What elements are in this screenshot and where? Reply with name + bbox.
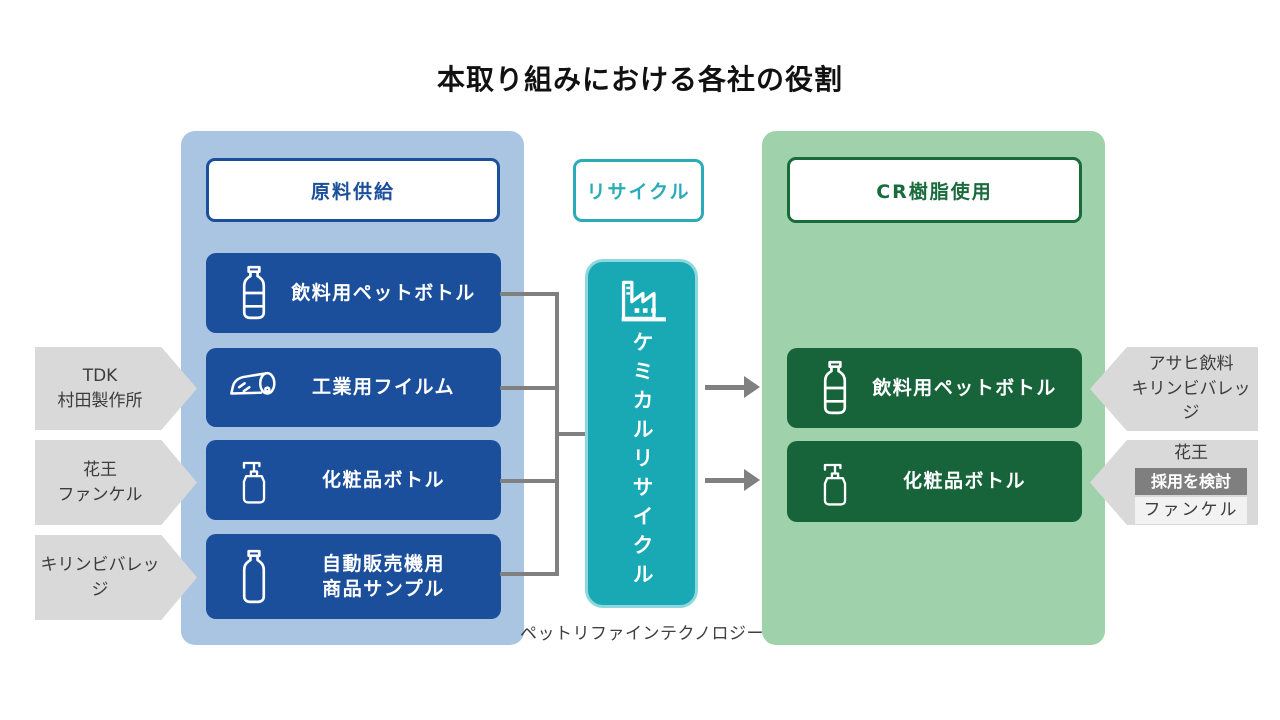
connector-line	[500, 292, 557, 296]
usage-item-label: 化粧品ボトル	[902, 470, 1026, 493]
supplier-tag-kao-fancl: 花王 ファンケル	[35, 440, 197, 525]
film-roll-icon	[228, 369, 280, 407]
pet-bottle-icon	[809, 360, 861, 416]
supplier-name: 村田製作所	[57, 390, 143, 411]
pump-bottle-icon	[228, 454, 280, 506]
connector-line	[500, 386, 557, 390]
connector-line	[500, 572, 557, 576]
chemical-recycle-box: ケミカルリサイクル	[585, 259, 698, 608]
supply-item-cosmetics-bottle: 化粧品ボトル	[206, 440, 501, 520]
user-name: 花王	[1174, 443, 1208, 464]
supplier-name: ファンケル	[57, 484, 143, 505]
flow-arrow-head	[744, 469, 760, 491]
connector-bus	[555, 292, 559, 576]
user-tag-asahi-kirin: アサヒ飲料 キリンビバレッジ	[1090, 347, 1258, 431]
sample-bottle-icon	[228, 549, 280, 605]
supply-item-beverage-pet-bottle: 飲料用ペットボトル	[206, 253, 501, 333]
pet-bottle-icon	[228, 265, 280, 321]
supply-item-vending-sample: 自動販売機用 商品サンプル	[206, 534, 501, 619]
connector-line	[500, 479, 557, 483]
supplier-name: キリンビバレッジ	[40, 554, 160, 600]
supply-item-label: 化粧品ボトル	[321, 468, 445, 491]
usage-item-label: 飲料用ペットボトル	[872, 376, 1057, 399]
user-tag-kao-fancl: 花王 採用を検討 ファンケル	[1090, 440, 1258, 525]
supply-item-label: 飲料用ペットボトル	[291, 281, 476, 304]
user-name: ファンケル	[1135, 497, 1247, 524]
recycler-company-label: ペットリファインテクノロジー	[520, 624, 764, 644]
supplier-tag-tdk-murata: TDK 村田製作所	[35, 347, 197, 430]
usage-item-cosmetics-bottle: 化粧品ボトル	[787, 441, 1082, 522]
flow-arrow-shaft	[705, 478, 745, 483]
page-title: 本取り組みにおける各社の役割	[436, 63, 843, 96]
supply-header: 原料供給	[206, 158, 500, 222]
pump-bottle-icon	[809, 456, 861, 508]
supplier-name: 花王	[83, 459, 117, 480]
chemical-recycle-label: ケミカルリサイクル	[630, 331, 654, 592]
supply-item-label: 自動販売機用 商品サンプル	[321, 552, 445, 600]
flow-arrow-head	[744, 376, 760, 398]
factory-icon	[614, 275, 670, 327]
connector-stub	[559, 432, 585, 436]
supply-item-label: 工業用フイルム	[311, 376, 456, 399]
flow-arrow-shaft	[705, 385, 745, 390]
supplier-name: TDK	[82, 365, 118, 386]
supplier-tag-kirin-beverage: キリンビバレッジ	[35, 535, 197, 620]
cr-usage-header: CR樹脂使用	[787, 157, 1082, 223]
recycle-header: リサイクル	[573, 159, 704, 222]
consideration-badge: 採用を検討	[1135, 467, 1247, 496]
supply-item-industrial-film: 工業用フイルム	[206, 348, 501, 427]
user-name: アサヒ飲料	[1148, 354, 1234, 375]
user-name: キリンビバレッジ	[1131, 378, 1251, 424]
usage-item-beverage-pet-bottle: 飲料用ペットボトル	[787, 348, 1082, 428]
